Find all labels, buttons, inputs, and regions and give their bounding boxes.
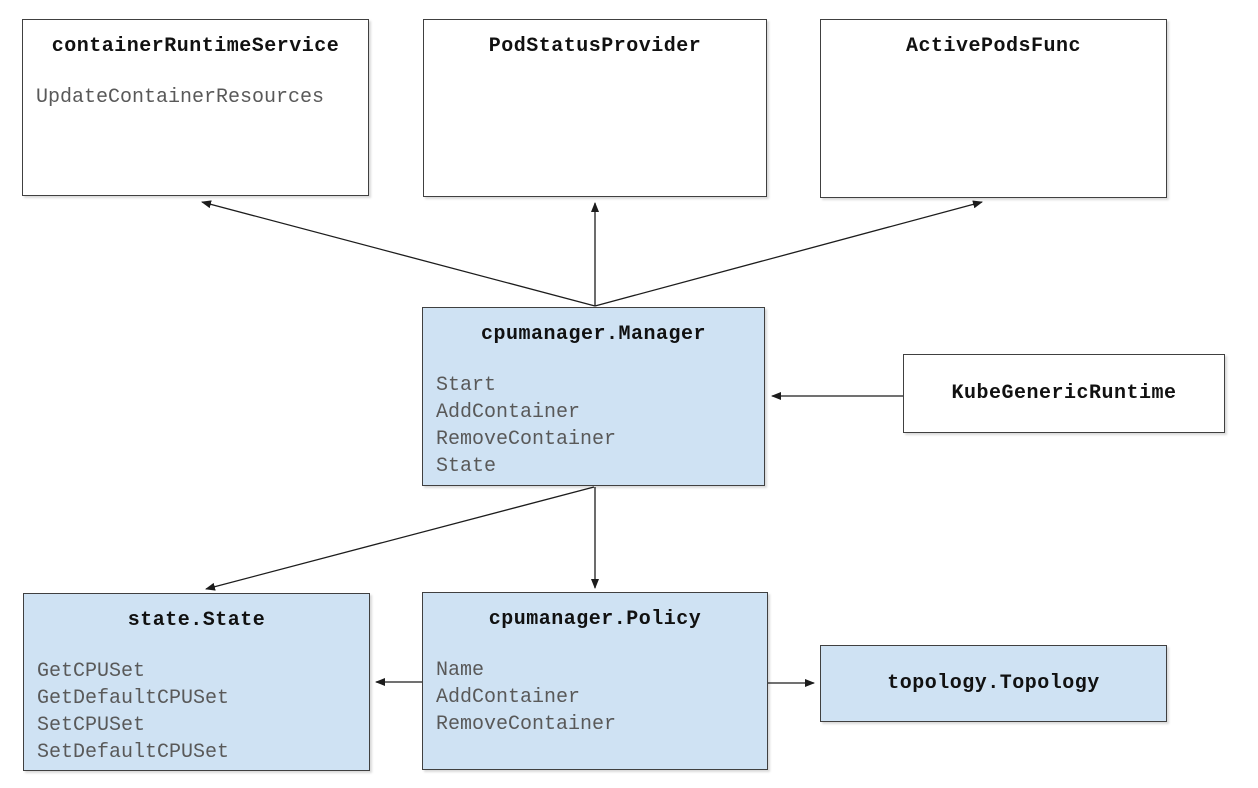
node-title: containerRuntimeService [51,35,340,58]
node-method-list: GetCPUSet GetDefaultCPUSet SetCPUSet Set… [24,658,369,766]
method-item: SetDefaultCPUSet [37,741,230,764]
method-item: RemoveContainer [436,713,617,736]
node-title: KubeGenericRuntime [951,382,1177,405]
method-item: RemoveContainer [436,428,617,451]
edge-manager-to-ActivePodsFunc [594,200,983,307]
method-item: AddContainer [436,686,581,709]
node-title: cpumanager.Policy [488,608,702,631]
node-PodStatusProvider: PodStatusProvider [423,19,767,197]
node-ActivePodsFunc: ActivePodsFunc [820,19,1167,198]
node-method-list: Name AddContainer RemoveContainer [423,657,767,738]
node-method-list: UpdateContainerResources [23,84,368,111]
node-title: topology.Topology [887,672,1100,695]
node-containerRuntimeService: containerRuntimeService UpdateContainerR… [22,19,369,196]
method-item: GetDefaultCPUSet [37,687,230,710]
edge-manager-to-containerRuntimeService [201,200,596,307]
node-title: cpumanager.Manager [480,323,707,346]
node-KubeGenericRuntime: KubeGenericRuntime [903,354,1225,433]
node-topology-Topology: topology.Topology [820,645,1167,722]
edge-manager-to-state [205,486,595,591]
method-item: UpdateContainerResources [36,86,325,109]
method-item: State [436,455,497,478]
method-item: AddContainer [436,401,581,424]
method-item: SetCPUSet [37,714,146,737]
node-cpumanager-Manager: cpumanager.Manager Start AddContainer Re… [422,307,765,486]
node-state-State: state.State GetCPUSet GetDefaultCPUSet S… [23,593,370,771]
method-item: GetCPUSet [37,660,146,683]
method-item: Start [436,374,497,397]
node-method-list: Start AddContainer RemoveContainer State [423,372,764,480]
node-title: state.State [127,609,266,632]
node-title: PodStatusProvider [488,35,702,58]
method-item: Name [436,659,485,682]
node-cpumanager-Policy: cpumanager.Policy Name AddContainer Remo… [422,592,768,770]
node-title: ActivePodsFunc [905,35,1082,58]
